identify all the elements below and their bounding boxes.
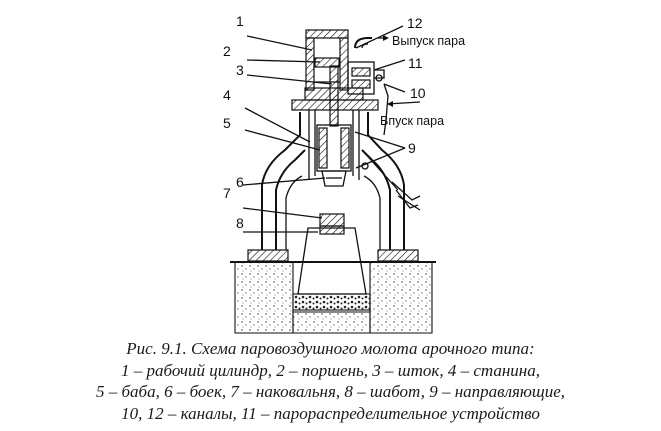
- caption-line-3: 5 – баба, 6 – боек, 7 – наковальня, 8 – …: [95, 382, 565, 401]
- callout-10: 10: [410, 85, 426, 101]
- steam-distributor: [347, 61, 389, 136]
- piston-rod: [329, 65, 339, 127]
- steam-inlet-label: Впуск пара: [380, 114, 444, 128]
- steam-exhaust-label: Выпуск пара: [392, 34, 465, 48]
- callout-numbers: 1 2 3 4 5 6 7 8 9 10 11 12: [223, 13, 426, 231]
- callout-1: 1: [236, 13, 244, 29]
- caption-line-2: 1 – рабочий цилиндр, 2 – поршень, 3 – шт…: [121, 360, 540, 380]
- ram-baba: [316, 124, 352, 172]
- callout-5: 5: [223, 115, 231, 131]
- callout-4: 4: [223, 87, 231, 103]
- leader-lines: [242, 25, 421, 233]
- caption-line-4: 10, 12 – каналы, 11 – парораспределитель…: [121, 403, 540, 423]
- hammer-diagram: 1 2 3 4 5 6 7 8 9 10 11 12 Выпуск пара В…: [223, 13, 465, 334]
- foundation: [230, 261, 436, 334]
- figure-caption: Рис. 9.1. Схема паровоздушного молота ар…: [0, 338, 661, 424]
- caption-line-1: Рис. 9.1. Схема паровоздушного молота ар…: [126, 339, 535, 358]
- callout-8: 8: [236, 215, 244, 231]
- die-boek: [321, 170, 347, 187]
- anvil-block-shabot: [297, 225, 367, 295]
- control-lever: [361, 149, 421, 211]
- callout-12: 12: [407, 15, 423, 31]
- callout-2: 2: [223, 43, 231, 59]
- steam-labels: Выпуск пара Впуск пара: [380, 34, 465, 128]
- callout-7: 7: [223, 185, 231, 201]
- guides: [308, 110, 360, 180]
- callout-3: 3: [236, 62, 244, 78]
- anvil: [319, 213, 345, 227]
- callout-6: 6: [236, 174, 244, 190]
- channel-exhaust: [354, 37, 372, 49]
- callout-9: 9: [408, 140, 416, 156]
- callout-11: 11: [408, 55, 423, 71]
